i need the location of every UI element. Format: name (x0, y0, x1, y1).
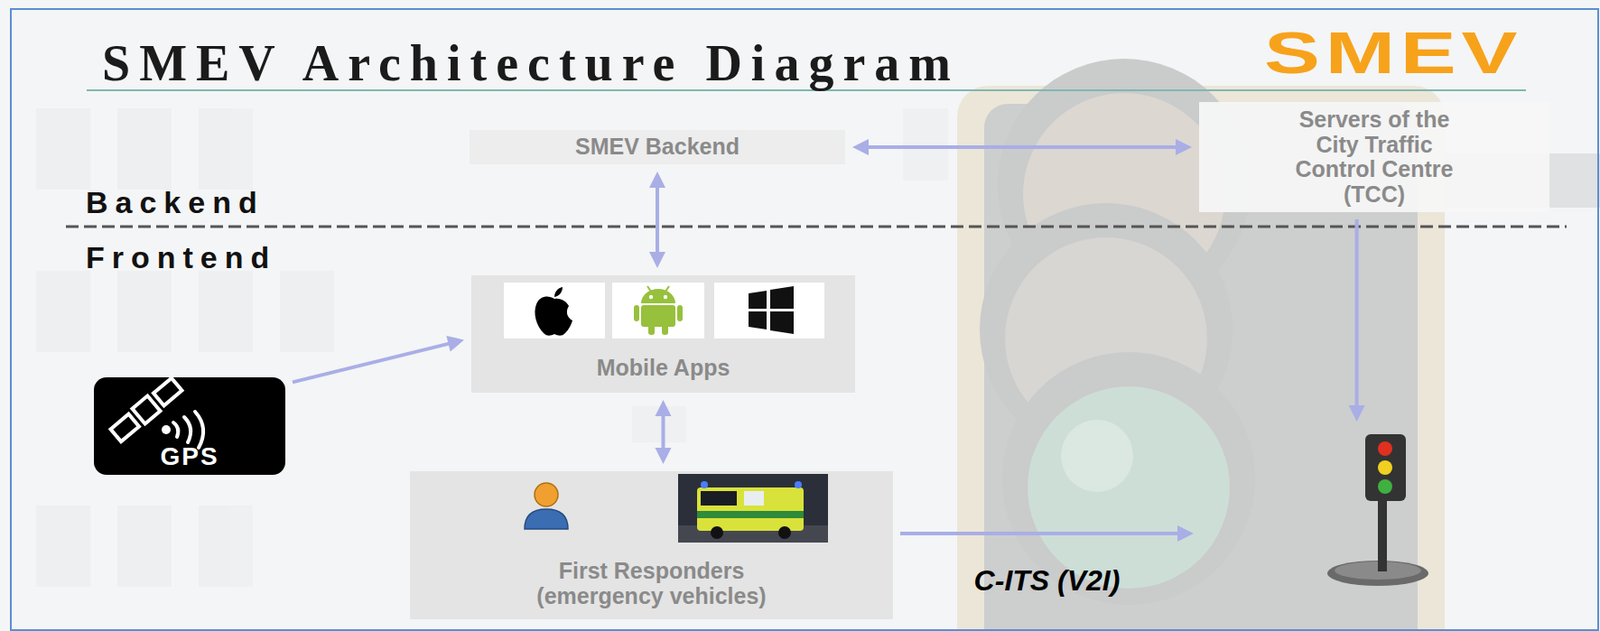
arrow-head (1177, 525, 1194, 542)
circle-shape (534, 483, 559, 507)
arrow-head (655, 447, 672, 465)
connector-arrow (292, 335, 465, 382)
rect-shape (744, 491, 764, 506)
traffic-light-icon (1200, 428, 1432, 592)
arrow-head (649, 251, 666, 269)
circle-shape (663, 295, 668, 299)
circle-shape (710, 526, 724, 540)
rect-shape (697, 487, 804, 531)
circle-shape (161, 425, 171, 435)
node-text: Servers of the City Traffic Control Cent… (1283, 107, 1465, 207)
node-text: GPS (159, 443, 219, 472)
rect-shape (111, 414, 140, 443)
rect-shape (153, 378, 182, 407)
rect-shape (678, 474, 828, 543)
polygon-shape (748, 311, 767, 330)
connector-arrow (852, 139, 1192, 156)
rect-shape (1365, 434, 1406, 502)
path-shape (184, 417, 191, 443)
rect-shape (612, 282, 705, 339)
path-shape (173, 422, 178, 438)
polygon-shape (770, 286, 794, 309)
server-box: Servers of the City Traffic Control Cent… (1199, 102, 1550, 213)
polygon-shape (748, 290, 767, 309)
circle-shape (1377, 479, 1393, 494)
path-shape (524, 509, 568, 530)
circle-shape (700, 481, 708, 489)
rect-shape (633, 305, 640, 322)
circle-shape (1377, 460, 1393, 475)
path-shape (534, 297, 573, 336)
arrow-head (1348, 405, 1366, 422)
rect-shape (503, 282, 605, 339)
rect-shape (700, 491, 737, 506)
connector-line (1355, 219, 1359, 408)
rect-shape (661, 324, 669, 335)
layer-label: Frontend (85, 240, 277, 276)
connector-arrow (649, 171, 666, 269)
connector-arrow (900, 525, 1194, 542)
rect-shape (697, 511, 804, 519)
apps-box: Mobile Apps (471, 275, 856, 393)
g-shape (109, 377, 184, 444)
circle-shape (649, 295, 653, 299)
layer-label: Backend (85, 185, 265, 221)
connector-line (292, 343, 450, 382)
edge-label: C-ITS (V2I) (974, 564, 1121, 598)
path-shape (195, 411, 204, 448)
circle-shape (1377, 441, 1393, 456)
node-text: SMEV Backend (575, 134, 740, 160)
gps-badge: GPS (93, 377, 286, 475)
arrow-head (446, 335, 465, 352)
connector-arrow (655, 400, 672, 465)
slide-title: SMEV Architecture Diagram (102, 34, 960, 93)
logo-text: SMEV (1264, 19, 1523, 87)
backend-box: SMEV Backend (469, 130, 846, 165)
rect-shape (648, 324, 655, 335)
rect-shape (641, 305, 676, 327)
node-text: Mobile Apps (596, 355, 731, 382)
arrow-head (655, 400, 672, 417)
responder-box: First Responders (emergency vehicles) (409, 471, 894, 620)
path-shape (641, 288, 676, 304)
node-text: First Responders (emergency vehicles) (530, 558, 774, 609)
rect-shape (677, 305, 683, 322)
rect-shape (714, 282, 825, 339)
g-shape (173, 411, 204, 448)
rect-shape (10, 9, 1599, 631)
arrow-head (1175, 139, 1192, 156)
circle-shape (794, 481, 802, 489)
connector-arrow (1348, 219, 1366, 422)
polygon-shape (770, 311, 794, 335)
connector-line (661, 414, 666, 450)
connector-line (655, 186, 660, 254)
path-shape (554, 287, 563, 298)
arrow-head (852, 139, 869, 156)
connector-line (866, 145, 1178, 149)
arrow-head (649, 171, 666, 188)
circle-shape (778, 526, 791, 540)
rect-shape (1377, 499, 1387, 572)
traffic-light (1200, 428, 1432, 592)
connector-line (900, 531, 1180, 536)
rect-shape (132, 396, 161, 425)
line-shape (65, 225, 1567, 229)
